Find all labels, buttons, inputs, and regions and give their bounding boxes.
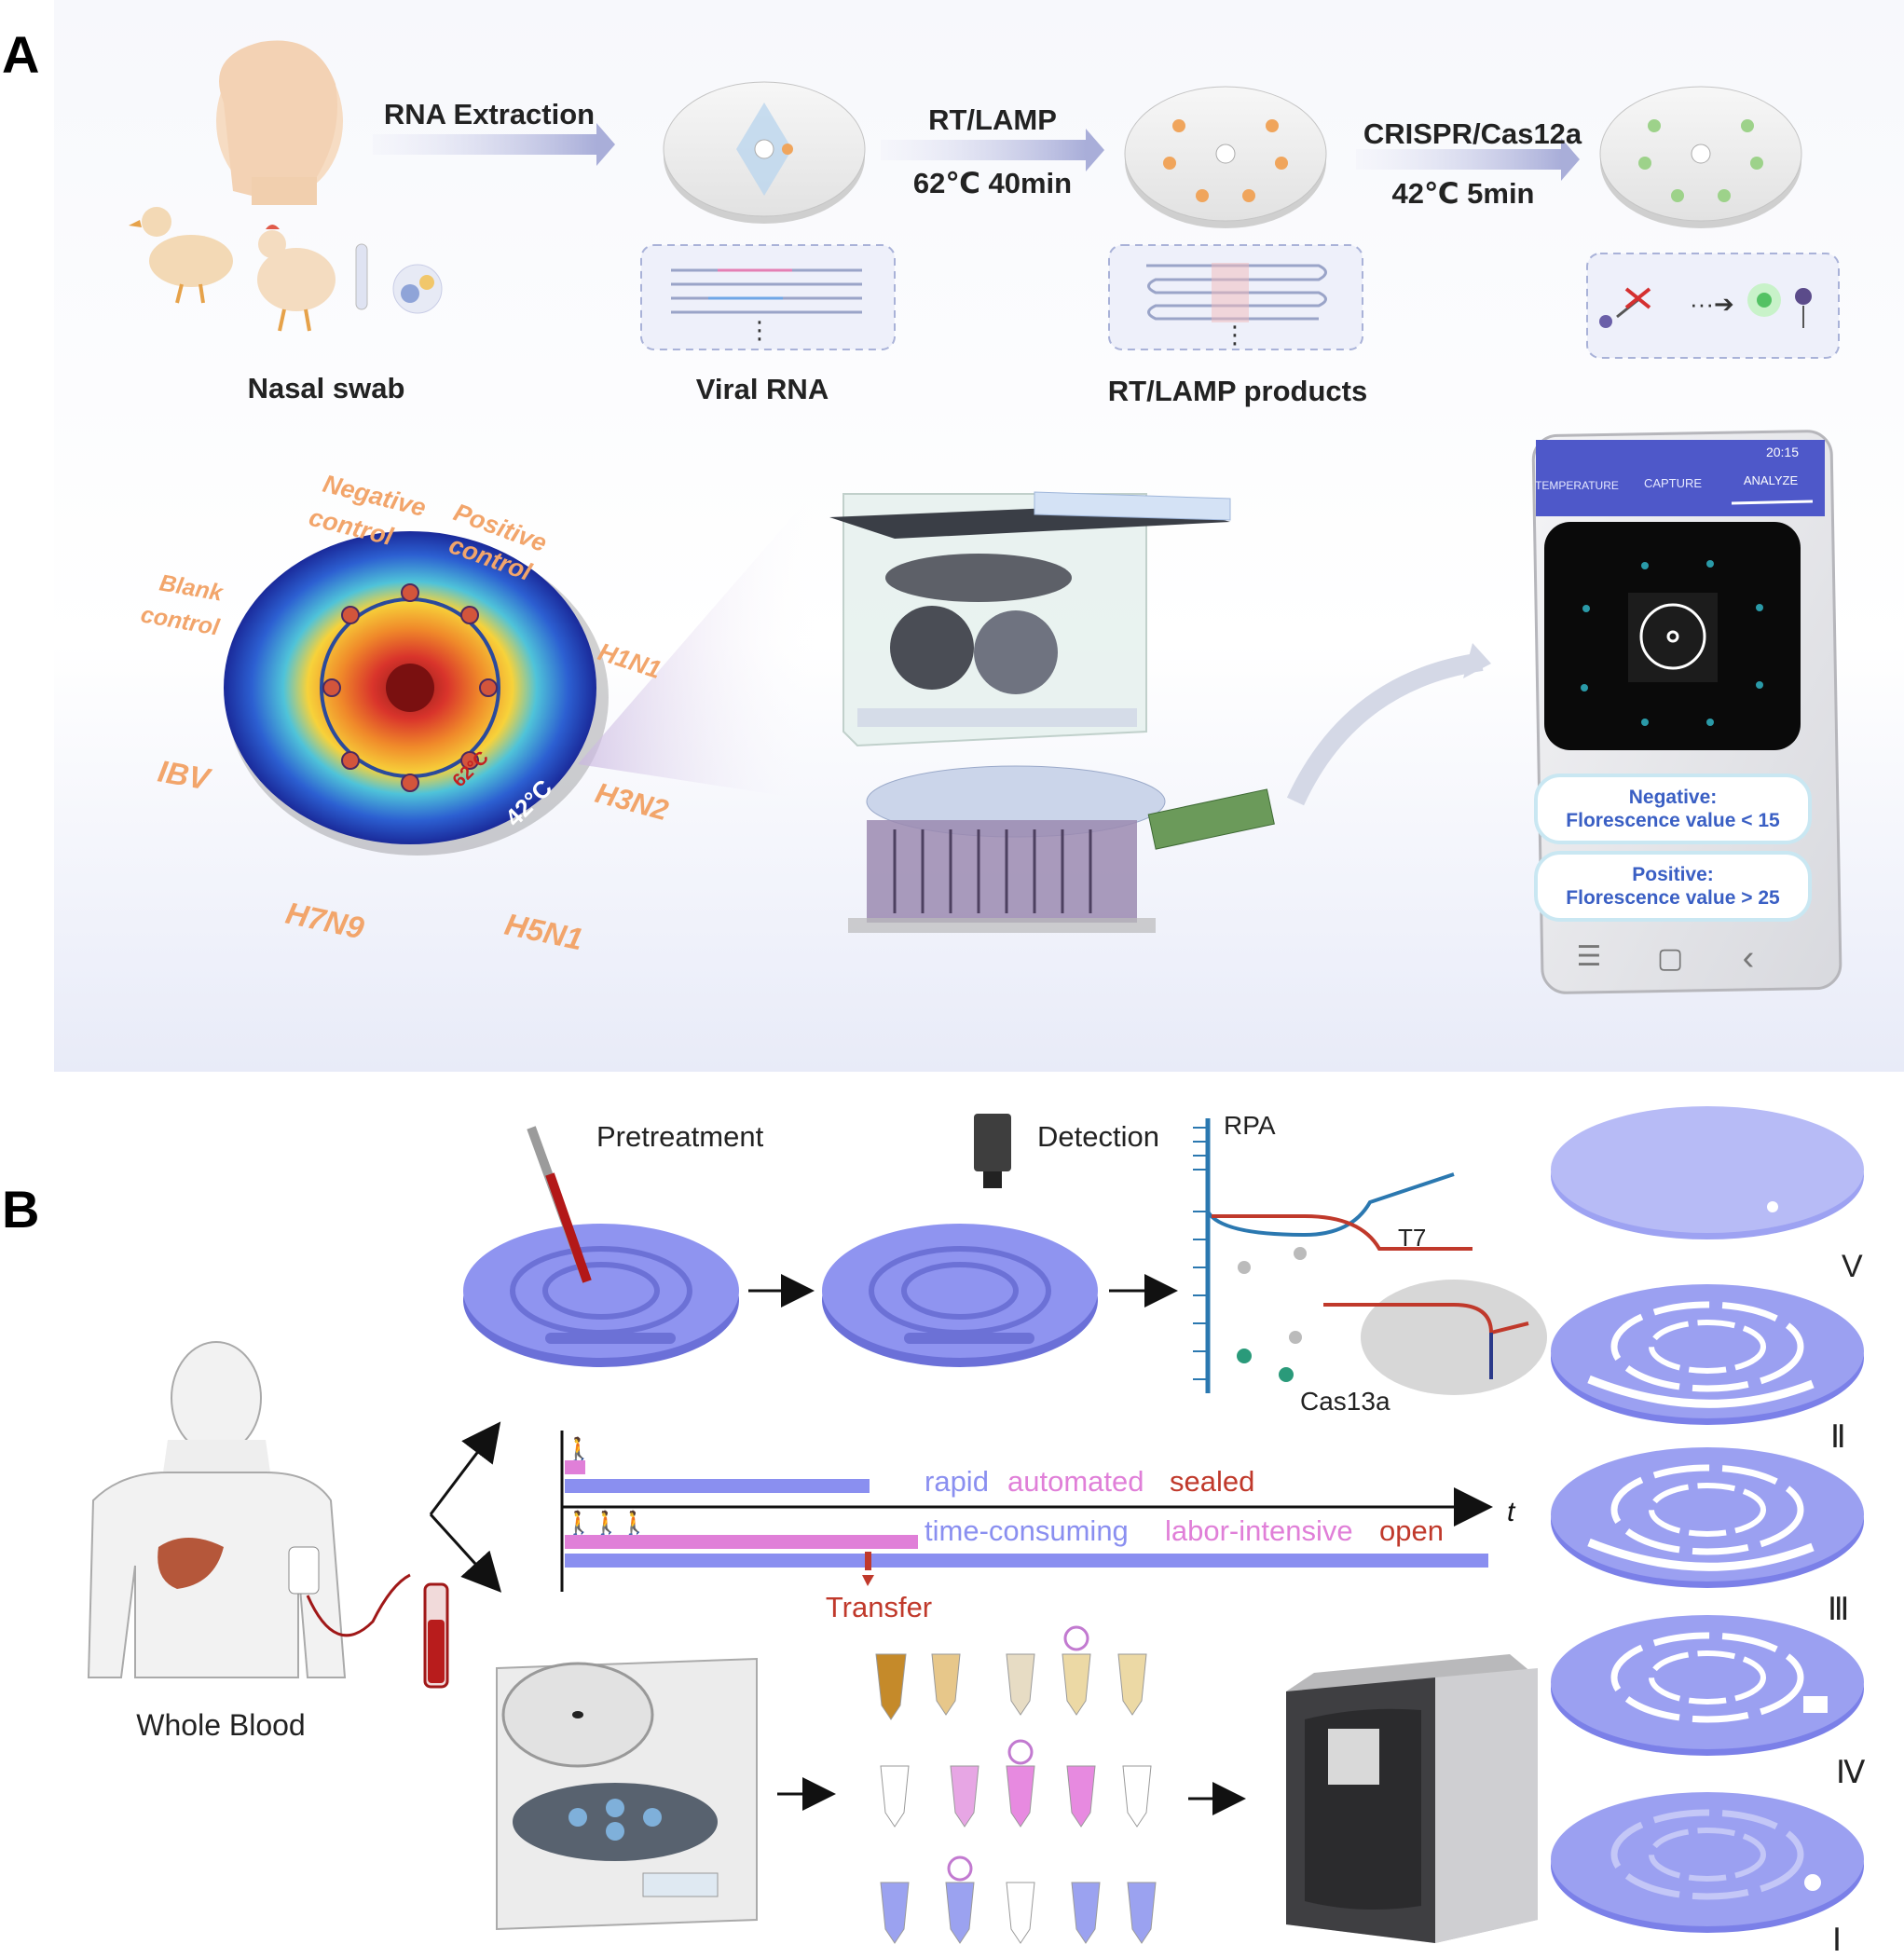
transfer-label: Transfer: [826, 1591, 932, 1623]
positive-line-2: Florescence value > 25: [1566, 887, 1780, 909]
disc-crispr: [1599, 86, 1802, 228]
positive-result-card: [1534, 851, 1812, 922]
tab-analyze[interactable]: ANALYZE: [1744, 473, 1799, 487]
layer-label-v: V: [1842, 1249, 1863, 1284]
chip-layer-v: [1551, 1106, 1864, 1239]
caption-lamp-products: RT/LAMP products: [1108, 375, 1367, 407]
step-3-condition: 42℃ 5min: [1392, 177, 1535, 210]
viral-rna-box: ⋮: [640, 244, 896, 350]
svg-text:⋮: ⋮: [747, 316, 772, 344]
camera-icon: [974, 1114, 1011, 1171]
timer-icon: [947, 1855, 973, 1882]
zoom-cone: [578, 485, 820, 801]
timer-icon: [1007, 1739, 1034, 1765]
word-rapid: rapid: [925, 1465, 989, 1498]
step-2-condition: 62℃ 40min: [913, 167, 1072, 199]
step-arrow-2: RT/LAMP 62℃ 40min: [881, 103, 1104, 199]
phone-status-time: 20:15: [1766, 445, 1799, 459]
step-2-label: RT/LAMP: [928, 103, 1057, 136]
rpa-label: RPA: [1224, 1111, 1276, 1140]
disc-rna-extraction: [663, 81, 866, 224]
panel-a-letter: A: [2, 25, 39, 84]
arrow-to-chip: [429, 1421, 501, 1515]
cas13a-mechanism: [1193, 1118, 1547, 1395]
layer-label-ii: Ⅱ: [1830, 1419, 1846, 1455]
nav-home-icon[interactable]: ▢: [1657, 943, 1683, 974]
panel-b: B Whole Blood Pretreatment: [2, 1106, 1866, 1958]
three-people-icon: 🚶🚶🚶: [565, 1510, 649, 1536]
fast-labor-bar: [565, 1460, 585, 1474]
word-automated: automated: [1007, 1465, 1144, 1498]
panel-b-letter: B: [2, 1180, 39, 1239]
timeline-chart: t 🚶 rapid automated sealed 🚶🚶🚶 time-cons…: [560, 1431, 1516, 1623]
pretreatment-label: Pretreatment: [596, 1120, 764, 1153]
negative-line-1: Negative:: [1629, 787, 1718, 808]
svg-text:⋮: ⋮: [1223, 321, 1247, 349]
smartphone: 20:15 TEMPERATURE CAPTURE ANALYZE Negati…: [1531, 430, 1842, 994]
svg-text:···➔: ···➔: [1690, 290, 1734, 318]
caption-nasal-swab: Nasal swab: [248, 372, 405, 404]
swab-tube-illustration: [355, 243, 443, 314]
chip-layer-iv: [1551, 1615, 1864, 1756]
cas13a-label: Cas13a: [1300, 1387, 1390, 1416]
centrifuge-illustration: [496, 1657, 758, 1931]
flow-arrow: [1286, 652, 1484, 806]
tab-temperature[interactable]: TEMPERATURE: [1535, 479, 1619, 492]
duck-illustration: [129, 207, 233, 304]
human-body-illustration: [87, 1341, 449, 1689]
caption-whole-blood: Whole Blood: [136, 1708, 305, 1742]
layer-label-i: Ⅰ: [1832, 1923, 1842, 1958]
positive-line-1: Positive:: [1632, 864, 1714, 885]
cas12a-cleavage-box: ···➔: [1586, 253, 1840, 359]
nav-back-icon[interactable]: ‹: [1743, 938, 1755, 978]
heated-chip: 62°C 42°C: [224, 531, 609, 856]
chip-layer-iii: [1551, 1447, 1864, 1588]
chip-layer-i: [1551, 1792, 1864, 1933]
timer-icon: [1063, 1625, 1089, 1651]
timeline-t-label: t: [1507, 1497, 1516, 1527]
liver-icon: [158, 1538, 224, 1589]
step-arrow-3: CRISPR/Cas12a 42℃ 5min: [1356, 117, 1582, 210]
negative-result-card: [1534, 774, 1812, 844]
nav-menu-icon[interactable]: ☰: [1577, 941, 1602, 972]
t7-label: T7: [1398, 1224, 1426, 1252]
negative-line-2: Florescence value < 15: [1566, 810, 1780, 831]
panel-a: A Nasal swab: [2, 0, 1904, 1072]
step-arrow-1: RNA Extraction: [373, 98, 615, 166]
one-person-icon: 🚶: [565, 1436, 593, 1462]
word-sealed: sealed: [1170, 1465, 1254, 1498]
pretreatment-chip: [463, 1126, 739, 1367]
detection-chip: [822, 1114, 1098, 1367]
disc-rt-lamp: [1124, 86, 1327, 228]
word-time-consuming: time-consuming: [925, 1514, 1129, 1547]
word-labor-intensive: labor-intensive: [1165, 1514, 1353, 1547]
layer-label-iii: Ⅲ: [1828, 1592, 1849, 1627]
chip-layer-ii: [1551, 1284, 1864, 1425]
tab-capture[interactable]: CAPTURE: [1644, 476, 1702, 490]
lamp-products-box: ⋮: [1108, 244, 1363, 350]
caption-viral-rna: Viral RNA: [696, 373, 829, 405]
pcr-instrument-illustration: [1286, 1654, 1538, 1943]
transfer-marker: [865, 1552, 871, 1570]
detection-label: Detection: [1037, 1120, 1159, 1153]
detection-device-lower: [848, 765, 1275, 933]
layer-label-iv: Ⅳ: [1836, 1755, 1866, 1790]
slow-labor-bar: [565, 1535, 918, 1549]
step-3-label: CRISPR/Cas12a: [1363, 117, 1582, 150]
chicken-illustration: [257, 225, 336, 332]
arrow-to-conventional: [429, 1513, 502, 1593]
tubes-illustration: [875, 1625, 1157, 1944]
word-open: open: [1379, 1514, 1444, 1547]
slow-time-bar: [565, 1554, 1488, 1568]
human-head-illustration: [216, 40, 343, 205]
fast-time-bar: [565, 1479, 870, 1493]
detection-device-upper: [829, 491, 1231, 747]
step-1-label: RNA Extraction: [384, 98, 595, 130]
